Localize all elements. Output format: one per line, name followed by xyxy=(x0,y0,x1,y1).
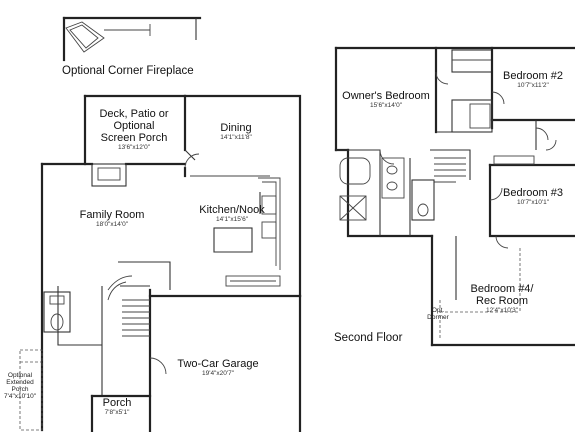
owners-bedroom-name: Owner's Bedroom xyxy=(342,90,430,102)
bedroom-2-dim: 10'7"x11'2" xyxy=(517,82,549,90)
deck-dim: 13'6"x12'0" xyxy=(117,144,151,152)
porch-name: Porch xyxy=(102,397,132,409)
corner-fireplace-detail xyxy=(62,16,202,62)
bedroom-2-name: Bedroom #2 xyxy=(503,70,563,82)
ext-porch-line1: Optional xyxy=(7,372,33,379)
deck-label: Deck, Patio or Optional Screen Porch 13'… xyxy=(86,108,182,151)
garage-name: Two-Car Garage xyxy=(177,358,259,370)
kitchen-name: Kitchen/Nook xyxy=(199,204,265,216)
ext-porch-line3: Porch xyxy=(11,386,29,394)
bedroom-3-name: Bedroom #3 xyxy=(503,187,563,199)
garage-dim: 19'4"x20'7" xyxy=(201,370,235,378)
bedroom-3-label: Bedroom #3 10'7"x10'1" xyxy=(496,187,570,206)
porch-label: Porch 7'8"x5'1" xyxy=(94,397,140,416)
bedroom-2-label: Bedroom #2 10'7"x11'2" xyxy=(496,70,570,89)
dormer-label: Opt. Dormer xyxy=(426,307,450,321)
bedroom-3-dim: 10'7"x10'1" xyxy=(516,199,550,207)
second-floor-stair xyxy=(434,157,466,183)
bedroom-4-line2: Rec Room xyxy=(476,295,528,308)
owners-bedroom-dim: 15'6"x14'0" xyxy=(369,102,403,110)
kitchen-dim: 14'1"x15'6" xyxy=(215,216,249,224)
deck-name-line1: Deck, Patio or xyxy=(99,108,169,120)
deck-name-line3: Screen Porch xyxy=(100,132,168,145)
family-room-label: Family Room 18'0"x14'0" xyxy=(70,209,154,228)
ext-porch-line2: Extended xyxy=(6,379,34,387)
garage-label: Two-Car Garage 19'4"x20'7" xyxy=(168,358,268,377)
ext-porch-dim: 7'4"x10'10" xyxy=(3,393,37,401)
second-floor-heading: Second Floor xyxy=(334,332,403,344)
bedroom-4-line1: Bedroom #4/ xyxy=(470,283,534,295)
extended-porch-label: Optional Extended Porch 7'4"x10'10" xyxy=(0,372,40,401)
family-room-dim: 18'0"x14'0" xyxy=(95,221,129,229)
fireplace-heading: Optional Corner Fireplace xyxy=(62,65,194,77)
stair-treads xyxy=(107,275,150,337)
kitchen-label: Kitchen/Nook 14'1"x15'6" xyxy=(192,204,272,223)
porch-dim: 7'8"x5'1" xyxy=(104,409,130,417)
family-room-name: Family Room xyxy=(79,209,145,221)
second-floor-plan xyxy=(334,46,575,347)
deck-name-line2: Optional xyxy=(113,120,155,133)
first-floor-plan xyxy=(19,94,302,432)
dormer-line2: Dormer xyxy=(427,314,449,322)
dining-label: Dining 14'1"x11'8" xyxy=(200,122,272,141)
owners-bedroom-label: Owner's Bedroom 15'6"x14'0" xyxy=(340,90,432,109)
dining-name: Dining xyxy=(220,122,252,134)
dining-dim: 14'1"x11'8" xyxy=(220,134,252,142)
dormer-line1: Opt. xyxy=(431,307,445,314)
bedroom-4-dim: 12'4"x10'3" xyxy=(485,307,519,315)
bedroom-4-label: Bedroom #4/ Rec Room 12'4"x10'3" xyxy=(462,283,542,314)
